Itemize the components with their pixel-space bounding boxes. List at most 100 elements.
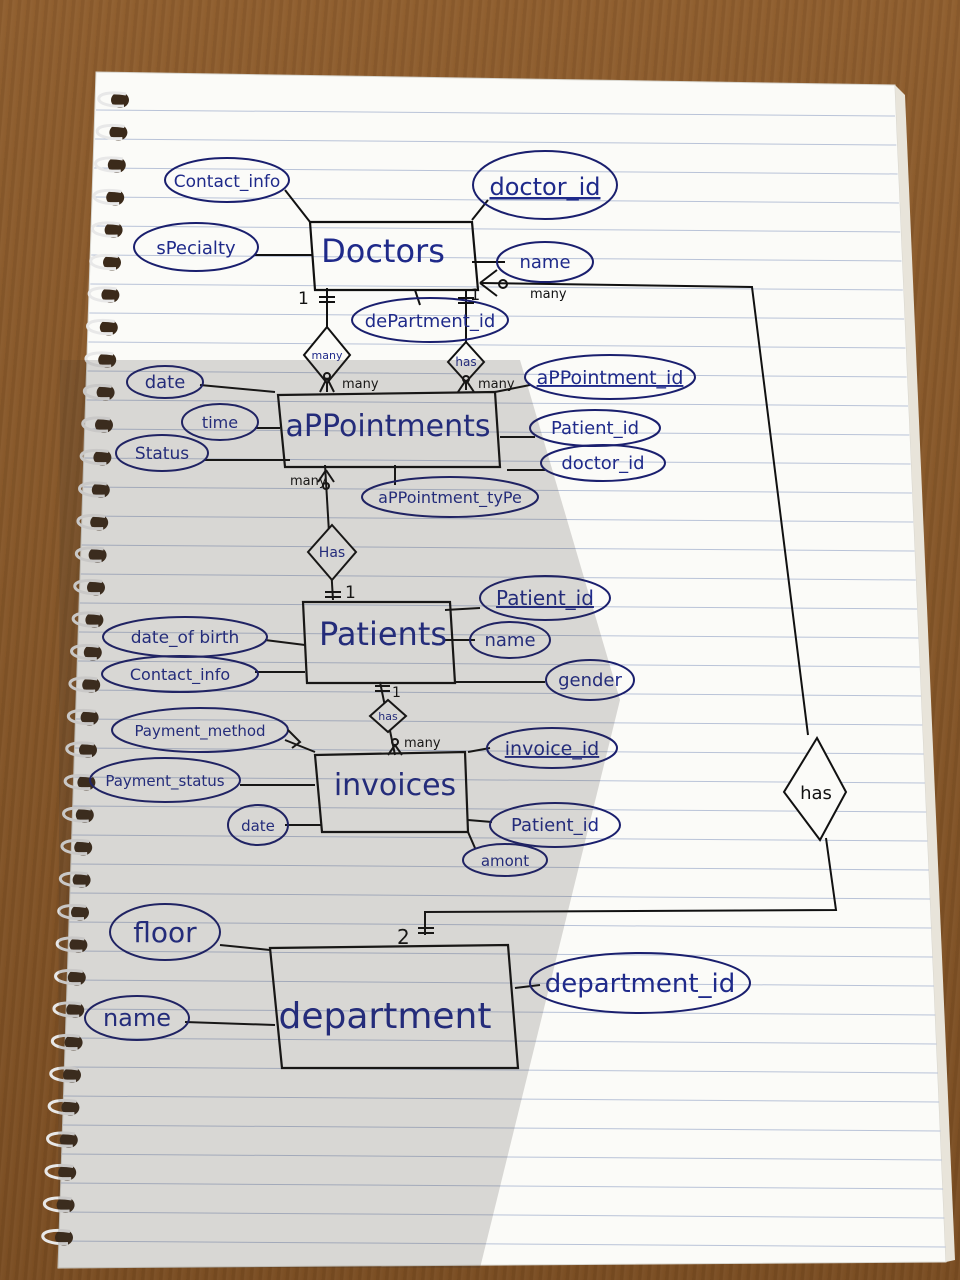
appointments-type-label: aPPointment_tyPe	[378, 488, 522, 508]
card-appt-many-right: many	[478, 377, 515, 392]
ruled-line	[70, 892, 931, 900]
binding-hole	[106, 189, 125, 206]
binding-hole	[96, 384, 115, 401]
notebook-page	[41, 71, 955, 1269]
invoices-invoice-id-label: invoice_id	[505, 738, 599, 760]
patients-entity-label: Patients	[319, 615, 447, 653]
binding-hole	[111, 92, 129, 108]
binding-hole	[88, 547, 107, 563]
card-dept-one: 2	[397, 925, 410, 949]
binding-hole	[104, 222, 123, 238]
spiral-ring	[92, 188, 122, 206]
spiral-ring	[42, 1196, 72, 1213]
binding-hole	[66, 1002, 85, 1018]
binding-hole	[103, 254, 121, 271]
binding-hole	[79, 742, 97, 758]
spiral-ring	[47, 1098, 77, 1116]
binding-hole	[61, 1099, 80, 1116]
spiral-ring	[79, 448, 109, 466]
spiral-ring	[82, 383, 112, 401]
doctors-contact-info-label: Contact_info	[174, 172, 281, 192]
invoices-patient-id-label: Patient_id	[511, 815, 599, 836]
cardinality-marks	[287, 269, 508, 934]
entity-labels: Doctors aPPointments Patients invoices d…	[279, 232, 492, 1037]
relationship-labels: many has Has has has	[312, 349, 832, 804]
binding-hole	[83, 644, 102, 661]
has-relationship-diamond-invoices	[368, 698, 408, 734]
spiral-ring	[57, 903, 87, 921]
patients-gender-label: gender	[558, 670, 622, 691]
ruled-line	[59, 1211, 945, 1219]
rel-patients-invoices-label: has	[378, 710, 398, 723]
appointments-patient-id-label: Patient_id	[551, 418, 639, 439]
card-pat-one-bottom: 1	[392, 685, 401, 701]
binding-hole	[55, 1229, 73, 1246]
ruled-line	[95, 109, 896, 117]
binding-hole	[101, 287, 120, 303]
card-doc-one-left: 1	[298, 289, 309, 309]
ruled-line	[77, 660, 920, 668]
ruled-line	[83, 486, 912, 494]
ruled-lines	[58, 109, 946, 1248]
ruled-line	[63, 1095, 940, 1103]
doctors-entity-box	[308, 220, 480, 292]
ruled-line	[89, 312, 905, 320]
invoices-payment-method-label: Payment_method	[134, 722, 265, 741]
binding-hole	[95, 417, 113, 433]
ruled-line	[93, 196, 899, 204]
spiral-ring	[78, 481, 108, 498]
department-entity-box	[268, 943, 520, 1070]
invoices-amount-label: amont	[481, 852, 529, 870]
binding-hole	[59, 1132, 78, 1148]
binding-hole	[58, 1164, 77, 1181]
doctors-name-label: name	[519, 252, 570, 273]
binding-hole	[98, 352, 117, 368]
binding-hole	[63, 1067, 81, 1083]
appointments-appointment-id-label: aPPointment_id	[537, 367, 684, 389]
has-relationship-diamond-patients	[306, 523, 358, 582]
invoices-entity-box	[313, 750, 470, 834]
patients-dob-label: date_of birth	[131, 628, 240, 648]
invoices-entity-label: invoices	[334, 768, 456, 803]
ruled-line	[68, 950, 933, 958]
ruled-line	[78, 631, 919, 639]
binding-hole	[107, 157, 126, 173]
many-relationship-diamond	[302, 325, 352, 385]
ruled-line	[76, 689, 922, 697]
spiral-ring	[81, 416, 111, 433]
binding-hole	[72, 872, 91, 888]
doctors-doctor-id-label: doctor_id	[490, 173, 601, 201]
ruled-line	[80, 573, 916, 581]
spiral-ring	[74, 546, 104, 563]
binding-hole	[74, 839, 93, 856]
binding-hole	[75, 807, 94, 823]
binding-hole	[71, 904, 89, 921]
spiral-ring	[49, 1066, 79, 1083]
ruled-line	[69, 921, 932, 929]
ruled-line	[87, 370, 907, 378]
spiral-ring	[58, 871, 88, 888]
doctors-department-id-label: dePartment_id	[365, 311, 496, 332]
ruled-line	[88, 341, 906, 349]
spiral-ring	[84, 351, 114, 368]
binding-hole	[109, 124, 128, 141]
spiral-binding	[41, 91, 129, 1246]
binding-hole	[99, 319, 118, 336]
spiral-ring	[62, 806, 92, 823]
ruled-line	[62, 1124, 941, 1132]
ruled-line	[81, 544, 915, 552]
ruled-line	[65, 1037, 937, 1045]
card-doc-many: many	[530, 287, 567, 302]
binding-hole	[64, 1034, 83, 1051]
rel-doctors-department-label: has	[800, 783, 832, 804]
spiral-ring	[70, 643, 100, 661]
ruled-line	[82, 515, 914, 523]
spiral-ring	[89, 253, 119, 271]
appointments-date-label: date	[145, 372, 186, 393]
ruled-line	[94, 167, 898, 175]
doctors-entity-label: Doctors	[321, 232, 445, 270]
spiral-ring	[60, 838, 90, 856]
attribute-labels: Contact_info doctor_id sPecialty name de…	[103, 172, 735, 1032]
binding-hole	[82, 677, 101, 693]
